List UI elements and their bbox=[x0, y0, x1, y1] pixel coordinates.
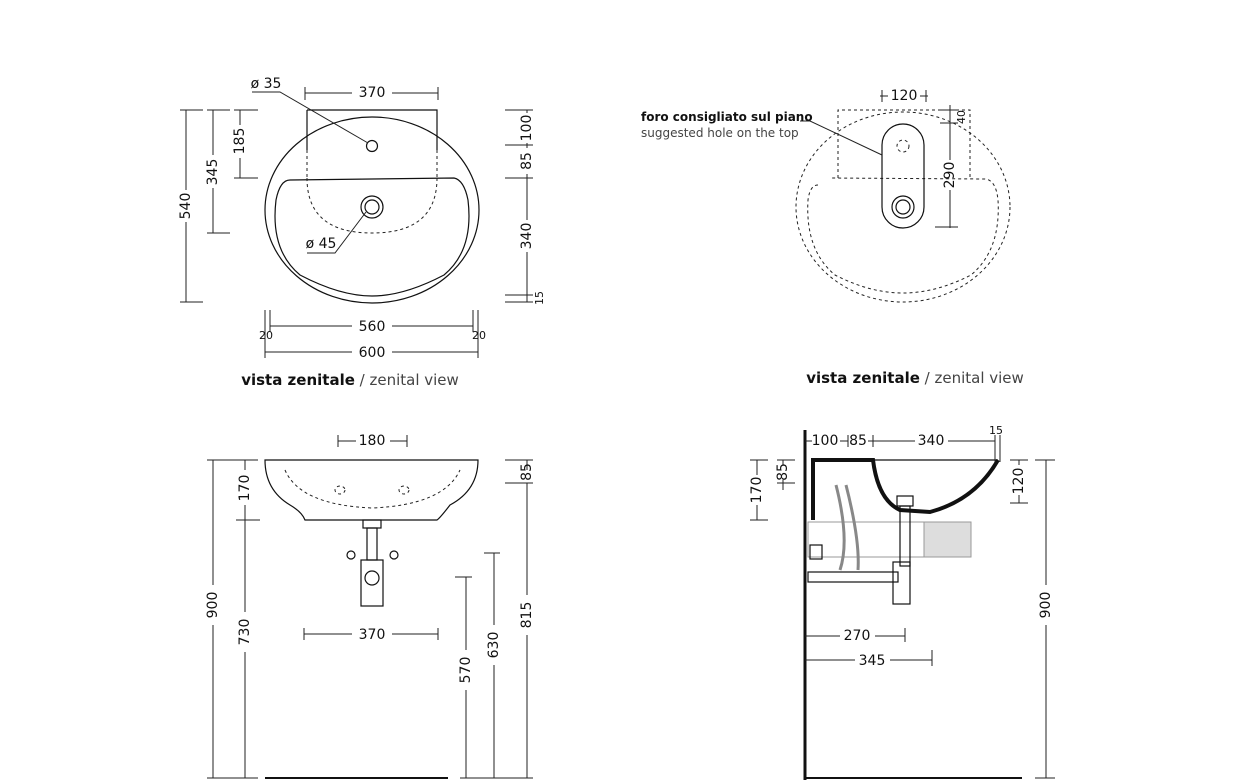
dim-85: 85 bbox=[519, 152, 535, 170]
drain-pipe bbox=[899, 505, 911, 567]
supply-hoses bbox=[834, 484, 860, 571]
basin-front-outline bbox=[264, 459, 479, 521]
basin-hidden-outline bbox=[795, 111, 1011, 303]
dim-100: 100 bbox=[812, 433, 839, 449]
dim-370: 370 bbox=[359, 85, 386, 101]
countertop-section bbox=[923, 521, 972, 558]
dim-560: 560 bbox=[359, 319, 386, 335]
front-view: 180 900 170 730 370 570 630 85 815 bbox=[205, 433, 535, 779]
dim-570: 570 bbox=[458, 657, 474, 684]
tap-hole bbox=[365, 139, 379, 153]
drain-outer bbox=[891, 195, 915, 219]
drain-fitting bbox=[362, 519, 382, 529]
water-inlet bbox=[389, 550, 399, 560]
dim-815: 815 bbox=[519, 602, 535, 629]
dim-290: 290 bbox=[942, 162, 958, 189]
tap-hole-diameter: ø 35 bbox=[251, 76, 282, 92]
hidden-outline bbox=[306, 150, 438, 234]
deck-hidden-outline bbox=[837, 109, 971, 178]
dim-340: 340 bbox=[519, 223, 535, 250]
dim-900: 900 bbox=[205, 592, 221, 619]
dim-170: 170 bbox=[749, 477, 765, 504]
dim-630: 630 bbox=[486, 632, 502, 659]
top-left-zenital-view: ø 35 ø 45 370 540 345 185 100 85 340 15 … bbox=[178, 76, 546, 389]
basin-section-profile bbox=[811, 458, 1000, 520]
bowl-hidden-line bbox=[284, 469, 461, 509]
dim-600: 600 bbox=[359, 345, 386, 361]
dim-40: 40 bbox=[955, 110, 968, 124]
drain-inner bbox=[364, 199, 380, 215]
dim-85: 85 bbox=[849, 433, 867, 449]
dim-15: 15 bbox=[533, 291, 546, 305]
dim-15: 15 bbox=[989, 424, 1003, 437]
dim-170: 170 bbox=[237, 475, 253, 502]
dim-900-side: 900 bbox=[1038, 592, 1054, 619]
drain-diameter: ø 45 bbox=[306, 236, 337, 252]
side-section-view: 100 85 340 15 170 85 120 900 270 345 bbox=[749, 424, 1055, 780]
dim-20-right: 20 bbox=[472, 329, 486, 342]
deck-outline bbox=[306, 109, 438, 150]
dim-120: 120 bbox=[1011, 468, 1027, 495]
dim-370-inlets: 370 bbox=[359, 627, 386, 643]
dim-85: 85 bbox=[519, 463, 535, 481]
drain-outer bbox=[360, 195, 384, 219]
dim-540: 540 bbox=[178, 193, 194, 220]
dim-20-left: 20 bbox=[259, 329, 273, 342]
angle-valve bbox=[809, 544, 823, 560]
basin-outline bbox=[264, 116, 480, 304]
siphon-cap bbox=[364, 570, 380, 586]
suggested-hole-slot bbox=[881, 123, 925, 229]
caption-zenital-view: vista zenitale / zenital view bbox=[241, 371, 459, 389]
caption-zenital-view-2: vista zenitale / zenital view bbox=[806, 369, 1024, 387]
bowl-hidden-outline bbox=[807, 177, 999, 294]
bowl-outline bbox=[274, 177, 470, 297]
water-inlet bbox=[346, 550, 356, 560]
dim-185: 185 bbox=[232, 128, 248, 155]
dim-85-side: 85 bbox=[775, 463, 791, 481]
top-right-zenital-view: foro consigliato sul piano suggested hol… bbox=[641, 88, 1024, 387]
drain-pipe bbox=[366, 527, 378, 561]
note-italian: foro consigliato sul piano bbox=[641, 110, 813, 124]
dim-270: 270 bbox=[844, 628, 871, 644]
overflow-hole bbox=[398, 485, 410, 495]
dim-345: 345 bbox=[205, 159, 221, 186]
dim-100: 100 bbox=[519, 115, 535, 142]
tap-hole-hidden bbox=[896, 139, 910, 153]
dim-120: 120 bbox=[891, 88, 918, 104]
siphon bbox=[892, 561, 911, 605]
overflow-hole bbox=[334, 485, 346, 495]
siphon bbox=[360, 559, 384, 607]
note-english: suggested hole on the top bbox=[641, 126, 799, 140]
dim-340: 340 bbox=[918, 433, 945, 449]
dim-345: 345 bbox=[859, 653, 886, 669]
drain-inner bbox=[895, 199, 911, 215]
drain-plug bbox=[896, 495, 914, 507]
trap-pipe bbox=[807, 571, 899, 583]
dim-730: 730 bbox=[237, 619, 253, 646]
dim-180: 180 bbox=[359, 433, 386, 449]
